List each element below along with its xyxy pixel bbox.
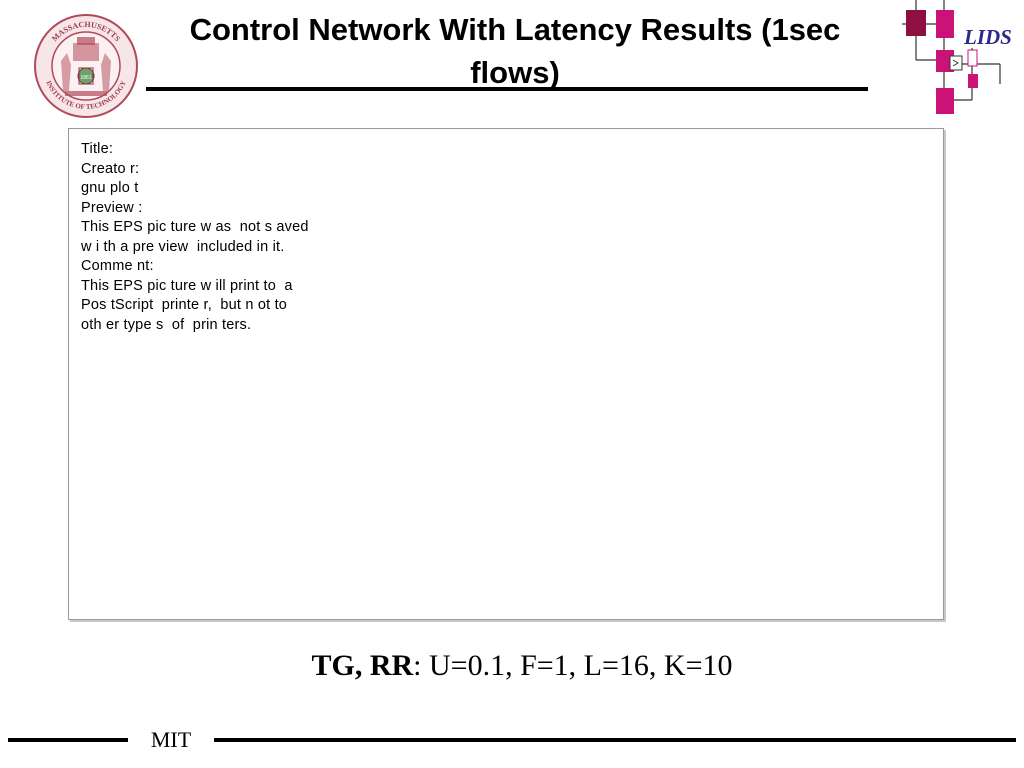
eps-line-title: Title: xyxy=(81,141,114,157)
eps-line-comment-text-2: Pos tScript printe r, but n ot to xyxy=(81,297,288,313)
eps-line-creator-value: gnu plo t xyxy=(81,180,139,196)
caption-params: : U=0.1, F=1, L=16, K=10 xyxy=(413,649,733,682)
lids-label: LIDS xyxy=(963,25,1012,49)
lids-logo: LIDS xyxy=(902,0,1012,114)
mit-seal-logo: MASSACHUSETTS INSTITUTE OF TECHNOLOGY 18… xyxy=(34,14,138,118)
title-underline xyxy=(146,87,868,91)
eps-line-comment-text-1: This EPS pic ture w ill print to a xyxy=(81,277,293,294)
eps-line-preview-text-2: w i th a pre view included in it. xyxy=(81,238,285,255)
footer-label: MIT xyxy=(150,727,192,752)
slide-title: Control Network With Latency Results (1s… xyxy=(189,12,841,90)
eps-line-comment-text-3: oth er type s of prin ters. xyxy=(81,316,252,333)
eps-placeholder-box: Title: Creato r: gnu plo t Preview : Thi… xyxy=(68,128,944,620)
eps-placeholder-text: Title: Creato r: gnu plo t Preview : Thi… xyxy=(81,140,309,335)
eps-line-preview-label: Preview : xyxy=(81,199,143,216)
footer-rule-right xyxy=(214,738,1016,742)
eps-line-preview-text-1: This EPS pic ture w as not s aved xyxy=(81,219,309,235)
slide-caption: TG, RR: U=0.1, F=1, L=16, K=10 xyxy=(0,646,1024,686)
footer-rule-left xyxy=(8,738,128,742)
seal-year-text: 1861 xyxy=(80,75,91,81)
caption-bold: TG, RR xyxy=(311,649,414,682)
eps-line-creator-label: Creato r: xyxy=(81,160,140,177)
eps-line-comment-label: Comme nt: xyxy=(81,258,154,274)
